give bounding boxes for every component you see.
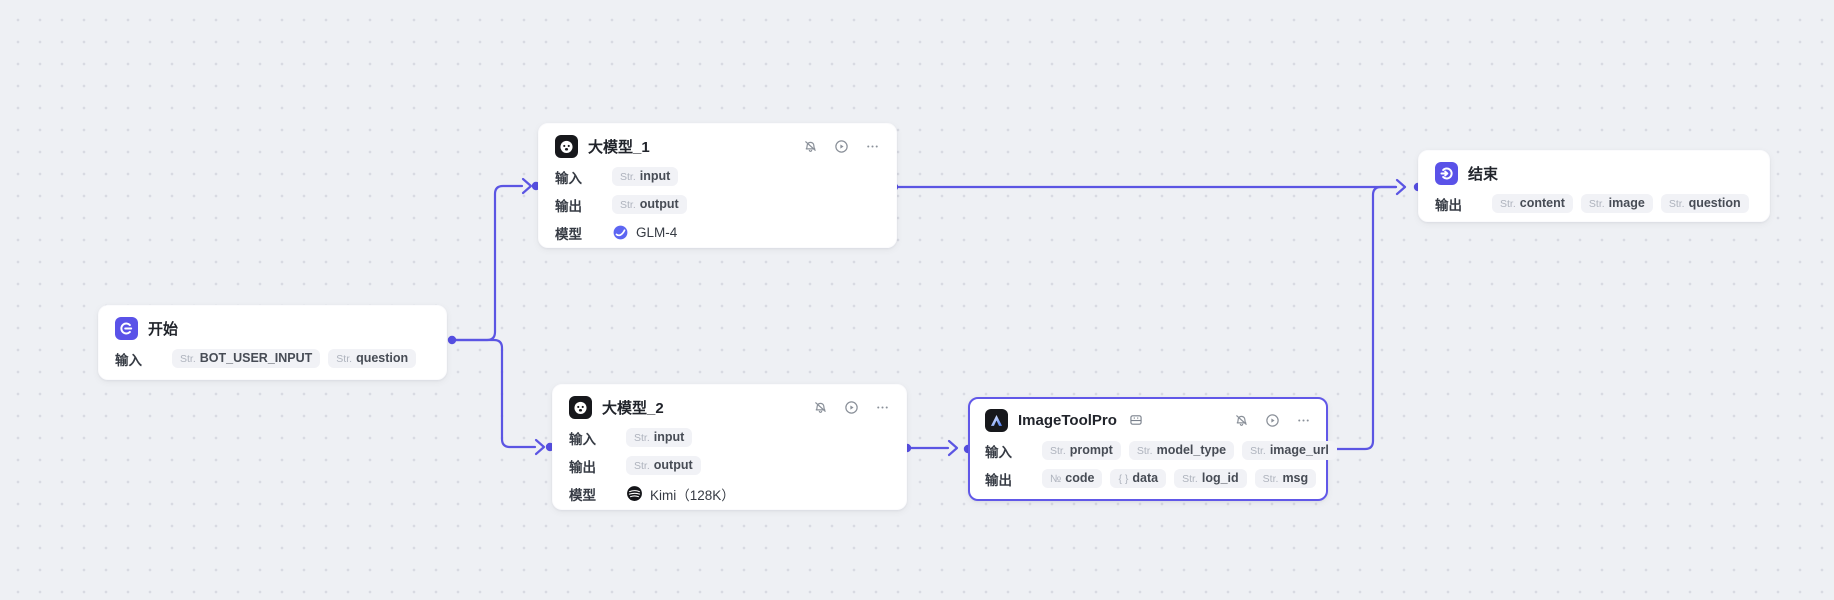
- row-label-input: 输入: [115, 352, 142, 368]
- param-badge: Str. image: [1580, 194, 1653, 213]
- node-title: 大模型_1: [588, 138, 650, 156]
- node-imagetoolpro[interactable]: ImageToolPro: [968, 397, 1337, 501]
- imagetool-icon: [985, 408, 1008, 432]
- node-title: ImageToolPro: [1018, 411, 1117, 429]
- param-badge: Str. question: [328, 349, 417, 368]
- row-label-output: 输出: [555, 198, 582, 214]
- glm-logo-icon: [613, 225, 628, 240]
- test-run-icon[interactable]: [833, 138, 849, 154]
- param-badge: Str. input: [626, 428, 693, 447]
- param-badge: Str. prompt: [1042, 441, 1121, 460]
- more-icon[interactable]: [864, 138, 880, 154]
- row-label-output: 输出: [1435, 197, 1462, 213]
- start-icon: [115, 316, 138, 340]
- test-run-icon[interactable]: [1264, 412, 1280, 428]
- param-badge: Str. model_type: [1128, 441, 1235, 460]
- param-badge: Str. content: [1492, 194, 1573, 213]
- llm-face-icon: [569, 395, 592, 419]
- edge-start-to-llm1[interactable]: [450, 184, 524, 342]
- param-badge: № code: [1042, 469, 1103, 488]
- row-label-output: 输出: [569, 459, 596, 475]
- bell-off-icon[interactable]: [1233, 412, 1249, 428]
- node-llm-2[interactable]: 大模型_2: [552, 384, 907, 510]
- row-label-input: 输入: [555, 170, 582, 186]
- node-llm-1[interactable]: 大模型_1: [538, 123, 897, 248]
- more-icon[interactable]: [1295, 412, 1311, 428]
- param-badge: Str. log_id: [1174, 469, 1247, 488]
- end-icon: [1435, 161, 1458, 185]
- bell-off-icon[interactable]: [812, 399, 828, 415]
- node-title: 结束: [1468, 165, 1499, 183]
- param-badge: { } data: [1110, 469, 1167, 488]
- node-title: 开始: [148, 320, 179, 338]
- row-label-model: 模型: [555, 226, 582, 242]
- arrowhead-imagetoolpro-icon: [947, 439, 959, 457]
- node-end[interactable]: 结束 输出 Str. content Str. image Str. quest…: [1418, 150, 1770, 222]
- param-badge: Str. output: [612, 195, 687, 214]
- row-label-output: 输出: [985, 472, 1012, 488]
- node-title: 大模型_2: [602, 399, 664, 417]
- node-start[interactable]: 开始 输入 Str. BOT_USER_INPUT Str. question: [98, 305, 447, 380]
- arrowhead-llm1-icon: [521, 177, 533, 195]
- row-label-input: 输入: [569, 431, 596, 447]
- param-badge: Str. BOT_USER_INPUT: [172, 349, 321, 368]
- arrowhead-end-icon: [1395, 178, 1407, 196]
- param-badge: Str. image_url: [1242, 441, 1337, 460]
- edge-start-to-llm2[interactable]: [450, 338, 537, 449]
- row-label-model: 模型: [569, 487, 596, 503]
- bell-off-icon[interactable]: [802, 138, 818, 154]
- model-name: GLM-4: [636, 225, 678, 240]
- model-name: Kimi（128K）: [650, 487, 735, 503]
- plugin-badge-icon: [1129, 413, 1143, 427]
- row-label-input: 输入: [985, 444, 1012, 460]
- param-badge: Str. output: [626, 456, 701, 475]
- kimi-logo-icon: [627, 486, 642, 501]
- llm-face-icon: [555, 134, 578, 158]
- param-badge: Str. question: [1660, 194, 1749, 213]
- edge-imagetoolpro-to-end[interactable]: [1326, 185, 1398, 451]
- param-badge: Str. msg: [1254, 469, 1317, 488]
- param-badge: Str. input: [612, 167, 679, 186]
- arrowhead-llm2-icon: [534, 438, 546, 456]
- more-icon[interactable]: [874, 399, 890, 415]
- test-run-icon[interactable]: [843, 399, 859, 415]
